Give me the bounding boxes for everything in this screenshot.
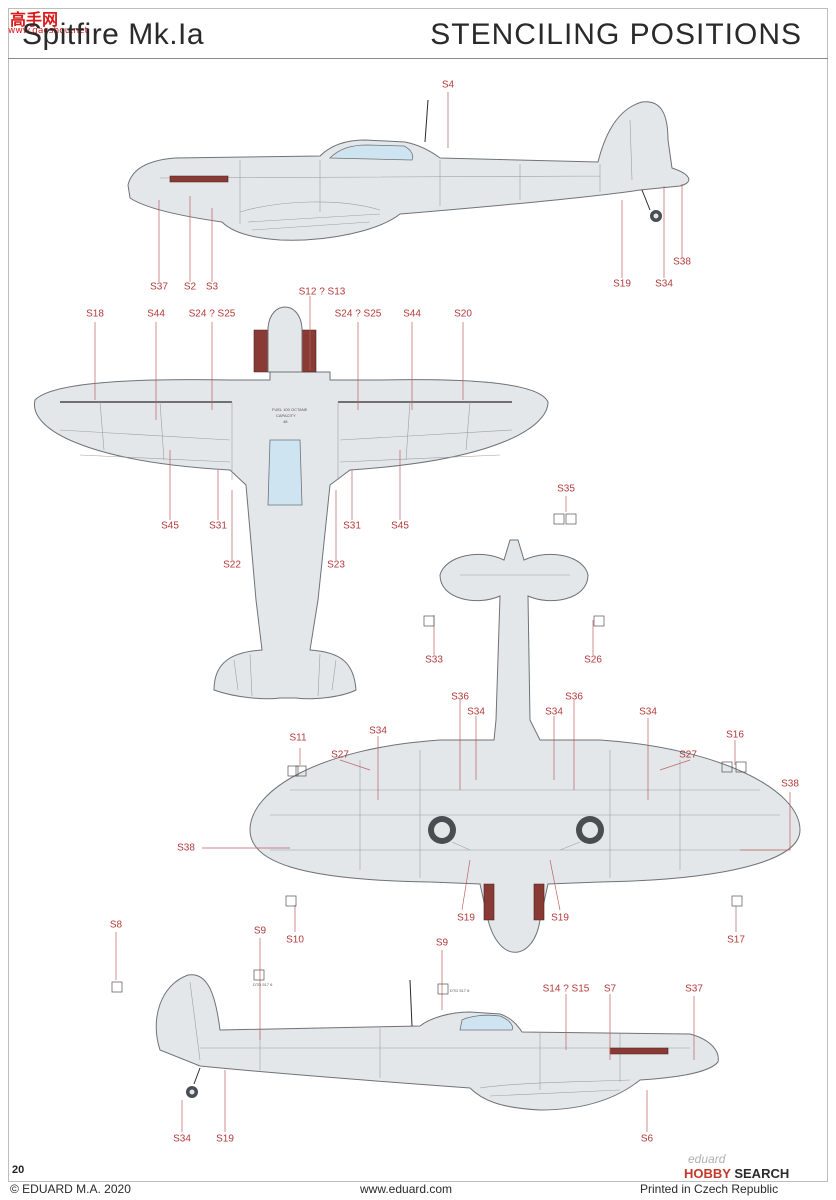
stencil-label-s31: S31 (343, 520, 361, 532)
stencil-label-s9: S9 (253, 925, 267, 937)
stencil-label-s37: S37 (150, 281, 168, 293)
eduard-logo: eduard (688, 1152, 726, 1166)
stencil-label-s31: S31 (209, 520, 227, 532)
stencil-label-s45: S45 (391, 520, 409, 532)
stencil-label-s35: S35 (557, 483, 575, 495)
stencil-label-s24-s25: S24 ? S25 (334, 308, 382, 320)
stencil-label-s19: S19 (551, 912, 569, 924)
stencil-label-s34: S34 (639, 706, 657, 718)
stencil-label-s23: S23 (327, 559, 345, 571)
stencil-label-s24-s25: S24 ? S25 (188, 308, 236, 320)
stencil-label-s38: S38 (177, 842, 195, 854)
printed-in-text: Printed in Czech Republic (640, 1182, 779, 1196)
stencil-label-s38: S38 (781, 778, 799, 790)
stencil-label-s22: S22 (223, 559, 241, 571)
side-profile-left (127, 99, 690, 241)
page-number: 20 (12, 1164, 25, 1176)
stencil-label-s27: S27 (679, 749, 697, 761)
stencil-label-s6: S6 (640, 1133, 654, 1145)
stencil-label-s34: S34 (655, 278, 673, 290)
plan-view-lower (249, 539, 801, 953)
page-title: STENCILING POSITIONS (430, 18, 802, 51)
page-frame (8, 8, 828, 1182)
watermark-url: www.gaoshou.net (8, 26, 89, 36)
stencil-label-s7: S7 (603, 983, 617, 995)
plan-view-upper (34, 306, 549, 700)
stencil-label-s33: S33 (425, 654, 443, 666)
stencil-label-s16: S16 (726, 729, 744, 741)
stencil-label-s44: S44 (403, 308, 421, 320)
stencil-label-s34: S34 (545, 706, 563, 718)
stencil-label-s8: S8 (109, 919, 123, 931)
stencil-label-s38: S38 (673, 256, 691, 268)
watermark-text: 高手网 (10, 10, 59, 29)
stencil-label-s20: S20 (454, 308, 472, 320)
stencil-label-s36: S36 (565, 691, 583, 703)
stencil-label-s45: S45 (161, 520, 179, 532)
watermark-logo: 高手网 www.gaoshou.net (4, 6, 88, 36)
stencil-label-s44: S44 (147, 308, 165, 320)
side-profile-right (155, 974, 719, 1111)
capacity-stencil: CAPACITY (276, 413, 296, 418)
header-divider (8, 58, 828, 59)
stencil-label-s19: S19 (216, 1133, 234, 1145)
stencil-label-s36: S36 (451, 691, 469, 703)
stencil-label-s19: S19 (613, 278, 631, 290)
stencil-label-s18: S18 (86, 308, 104, 320)
aircraft-title: Spitfire Mk.Ia (22, 18, 205, 51)
stencil-label-s3: S3 (205, 281, 219, 293)
hobbysearch-logo: HOBBY SEARCH (684, 1166, 789, 1181)
hobbysearch-logo-hobby: HOBBY (684, 1166, 731, 1181)
stencil-label-s9: S9 (435, 937, 449, 949)
stencil-label-s2: S2 (183, 281, 197, 293)
stencil-label-s34: S34 (369, 725, 387, 737)
stencil-label-s26: S26 (584, 654, 602, 666)
stencil-label-s34: S34 (173, 1133, 191, 1145)
stencil-label-s4: S4 (441, 79, 455, 91)
stencil-label-s12-s13: S12 ? S13 (298, 286, 346, 298)
stencil-label-s14-s15: S14 ? S15 (542, 983, 590, 995)
hobbysearch-logo-search: SEARCH (734, 1166, 790, 1181)
fuel-stencil: FUEL 100 OCTANE (272, 407, 308, 412)
stencil-label-s17: S17 (727, 934, 745, 946)
stencil-label-s11: S11 (289, 732, 307, 744)
dtd-stencil: DTD 517 6 (450, 988, 470, 993)
stencil-label-s10: S10 (286, 934, 304, 946)
stencil-icons (111, 513, 747, 995)
copyright-text: © EDUARD M.A. 2020 (10, 1182, 131, 1196)
website-link[interactable]: www.eduard.com (360, 1182, 453, 1196)
stencil-label-s27: S27 (331, 749, 349, 761)
stencil-label-s34: S34 (467, 706, 485, 718)
gallons-stencil: 48 (283, 419, 288, 424)
stencil-label-s19: S19 (457, 912, 475, 924)
stencil-label-s37: S37 (685, 983, 703, 995)
dtd-stencil: DTD 517 6 (253, 982, 273, 987)
